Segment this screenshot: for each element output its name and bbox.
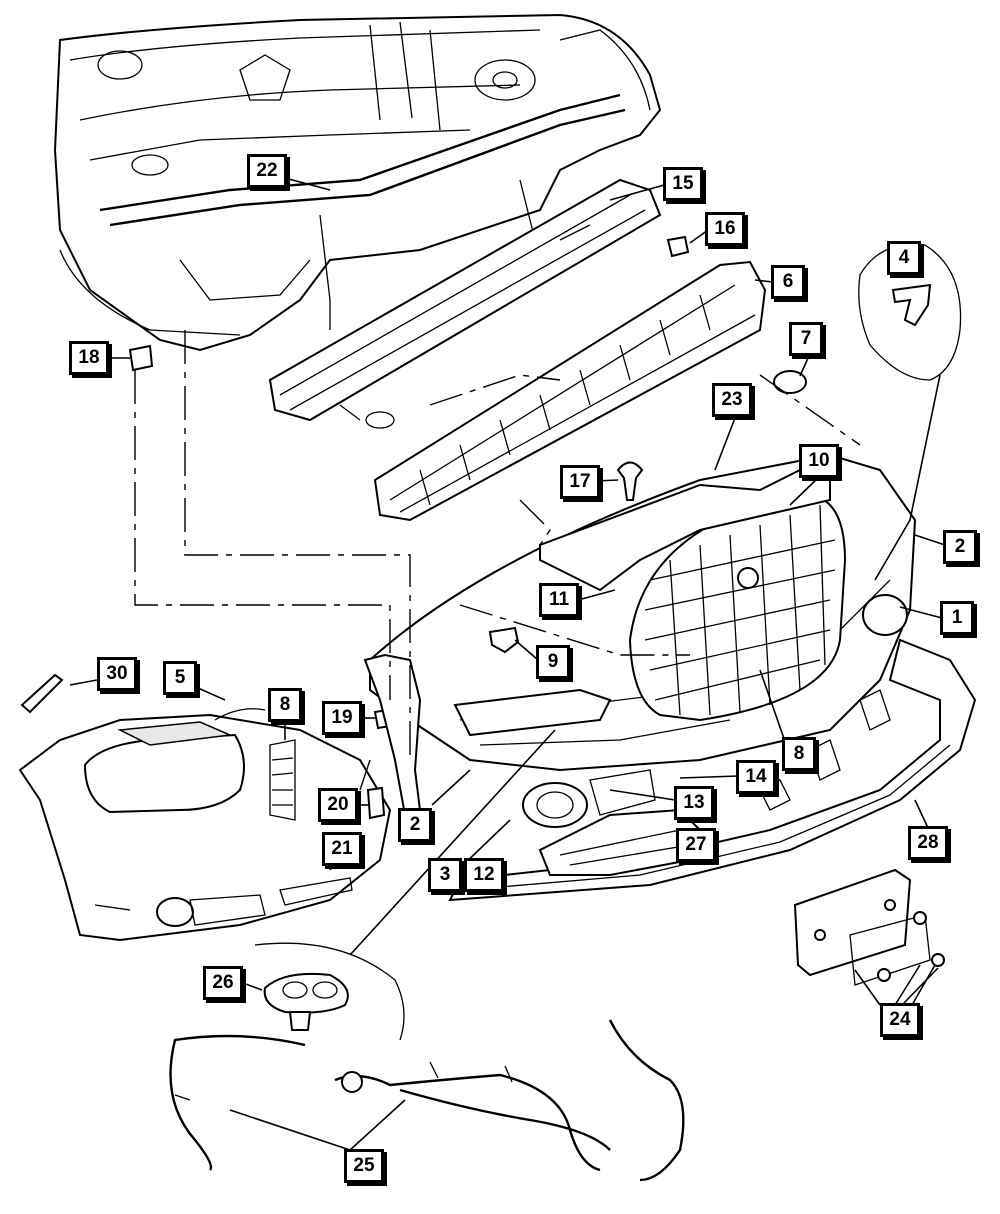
nut-18: [128, 344, 154, 372]
bumper-reinforcement-beam: [268, 178, 662, 429]
callout-2-left: 2: [398, 808, 432, 842]
callout-2-right: 2: [943, 530, 977, 564]
air-deflector: [539, 468, 831, 592]
bolt-16: [666, 235, 690, 258]
callout-15: 15: [663, 167, 703, 201]
callout-17: 17: [560, 465, 600, 499]
callout-12: 12: [464, 858, 504, 892]
radiator-grille: [628, 493, 847, 722]
license-plate-bracket: [793, 868, 945, 986]
callout-6: 6: [771, 265, 805, 299]
callout-8-grille: 8: [782, 737, 816, 771]
callout-25: 25: [344, 1149, 384, 1183]
callout-10: 10: [799, 444, 839, 478]
callout-3: 3: [428, 858, 462, 892]
callout-26: 26: [203, 966, 243, 1000]
clip-4: [891, 283, 932, 327]
callout-30: 30: [97, 657, 137, 691]
callout-18: 18: [69, 341, 109, 375]
callout-5: 5: [163, 661, 197, 695]
plug-7: [773, 370, 807, 394]
callout-22: 22: [247, 154, 287, 188]
callout-9: 9: [536, 645, 570, 679]
callout-11: 11: [539, 583, 579, 617]
callout-8-left: 8: [268, 688, 302, 722]
callout-19: 19: [322, 701, 362, 735]
push-pin-17: [616, 461, 644, 501]
callout-13: 13: [674, 786, 714, 820]
callout-16: 16: [705, 212, 745, 246]
callout-21: 21: [322, 832, 362, 866]
screw-20: [366, 786, 386, 820]
energy-absorber: [373, 260, 767, 522]
wire-harness-5: [214, 708, 266, 721]
headlamp-washer: [263, 972, 349, 1031]
callout-4: 4: [887, 241, 921, 275]
washer-hoses: [169, 1019, 685, 1182]
callout-24: 24: [880, 1003, 920, 1037]
callout-23: 23: [712, 383, 752, 417]
callout-7: 7: [789, 322, 823, 356]
callout-14: 14: [736, 760, 776, 794]
callout-28: 28: [908, 826, 948, 860]
front-body-structure: [53, 13, 662, 352]
callout-27: 27: [676, 828, 716, 862]
screw-9: [488, 626, 520, 654]
callout-1: 1: [940, 601, 974, 635]
inner-bracket-2: [363, 653, 422, 817]
callout-20: 20: [318, 788, 358, 822]
left-fascia-corner: [18, 713, 392, 942]
emblem-30: [20, 673, 64, 714]
